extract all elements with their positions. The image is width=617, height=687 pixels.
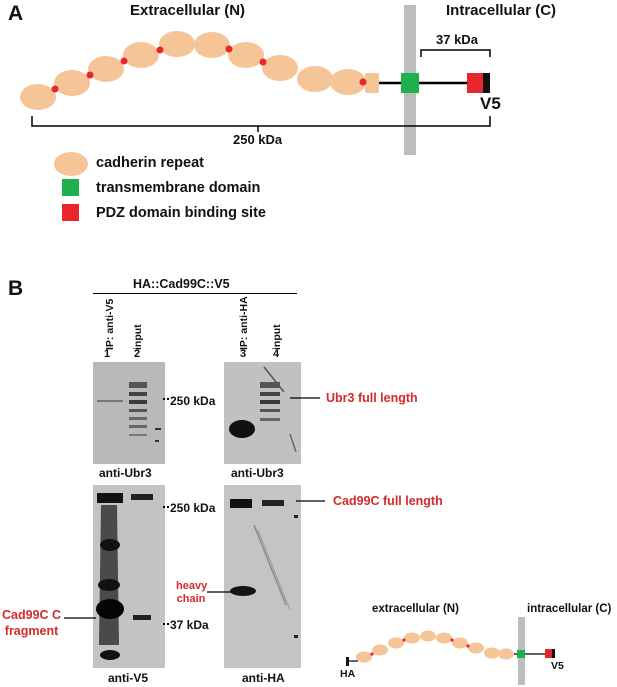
marker-250-lower: 250 kDa bbox=[170, 501, 216, 515]
label-anti-v5: anti-V5 bbox=[108, 671, 149, 685]
transmembrane-box bbox=[401, 73, 419, 93]
legend-cadherin: cadherin repeat bbox=[96, 155, 204, 171]
lane-num-1: 1 bbox=[104, 348, 111, 360]
schematic-v5-label: V5 bbox=[551, 660, 564, 672]
label-anti-ubr3-left: anti-Ubr3 bbox=[99, 466, 152, 480]
pdz-box bbox=[467, 73, 483, 93]
panel-a-diagram bbox=[20, 5, 491, 221]
blot-v5 bbox=[93, 485, 165, 668]
lane-num-4: 4 bbox=[273, 348, 280, 360]
schematic-extracellular: extracellular (N) bbox=[372, 603, 459, 615]
v5-tag-box bbox=[483, 73, 490, 93]
annotation-cad99c-full-length: Cad99C full length bbox=[333, 494, 443, 508]
lane-num-3: 3 bbox=[240, 348, 247, 360]
construct-label: HA::Cad99C::V5 bbox=[133, 277, 230, 291]
panel-a-letter: A bbox=[8, 2, 24, 25]
legend-transmembrane: transmembrane domain bbox=[96, 180, 261, 196]
kda-37-label: 37 kDa bbox=[436, 32, 478, 47]
intracellular-header: Intracellular (C) bbox=[446, 2, 557, 19]
v5-label: V5 bbox=[480, 94, 501, 113]
panel-b-letter: B bbox=[8, 277, 24, 300]
legend-pdz: PDZ domain binding site bbox=[96, 205, 266, 221]
extracellular-header: Extracellular (N) bbox=[130, 2, 246, 19]
label-anti-ha: anti-HA bbox=[242, 671, 285, 685]
cadherin-linkers bbox=[51, 45, 367, 93]
blot-ubr3-right bbox=[224, 362, 301, 464]
annotation-ubr3-full-length: Ubr3 full length bbox=[326, 391, 418, 405]
label-anti-ubr3-right: anti-Ubr3 bbox=[231, 466, 284, 480]
blot-ubr3-left bbox=[93, 362, 165, 464]
construct-underline bbox=[93, 293, 297, 294]
marker-250-upper: 250 kDa bbox=[170, 394, 216, 408]
schematic-intracellular: intracellular (C) bbox=[527, 603, 612, 615]
lane-num-2: 2 bbox=[134, 348, 141, 360]
schematic-ha-label: HA bbox=[340, 668, 356, 680]
blot-ha bbox=[224, 485, 301, 668]
kda-250-label: 250 kDa bbox=[233, 132, 283, 147]
annotation-cad99c-c-fragment: Cad99C C fragment bbox=[2, 608, 62, 638]
cadherin-chain bbox=[20, 31, 379, 110]
annotation-heavy-chain: heavy chain bbox=[176, 580, 208, 605]
marker-37: 37 kDa bbox=[170, 618, 209, 632]
